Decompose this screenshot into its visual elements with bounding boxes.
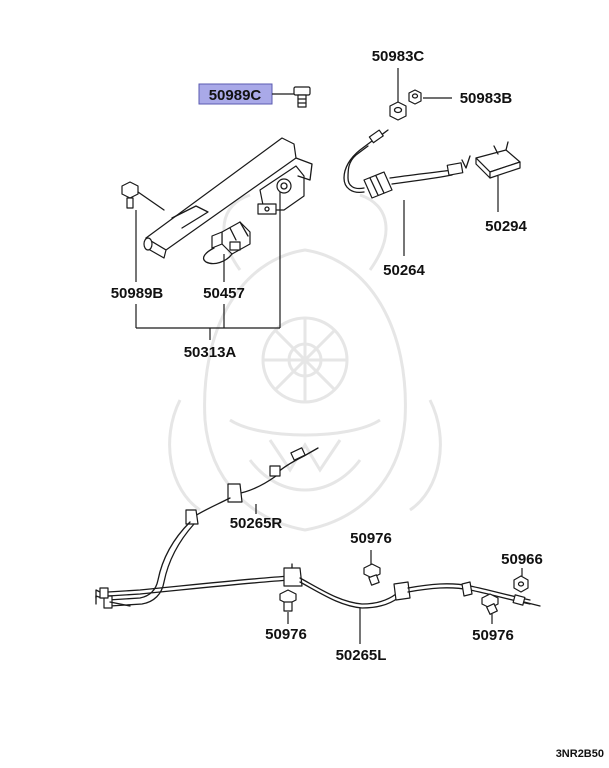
parking-brake-lever-icon — [143, 137, 313, 259]
part-50989C[interactable]: 50989C — [198, 83, 311, 108]
bolt-50976-b-icon — [279, 589, 297, 612]
bracket-50313A — [135, 192, 281, 340]
label-50457: 50457 — [203, 285, 245, 302]
rear-cable-left-icon — [95, 563, 541, 609]
label-50313A: 50313A — [184, 344, 237, 361]
label-50265L: 50265L — [336, 647, 387, 664]
label-50983B: 50983B — [460, 90, 513, 107]
watermark-emblem — [168, 193, 442, 532]
label-50976-a: 50976 — [350, 530, 392, 547]
part-50976-c[interactable]: 50976 — [472, 593, 514, 644]
front-cable-50264-icon — [343, 129, 471, 199]
part-50966[interactable]: 50966 — [501, 551, 543, 593]
part-50457[interactable]: 50457 — [202, 221, 251, 302]
label-50983C: 50983C — [372, 48, 425, 65]
bolt-50989C-icon — [293, 86, 311, 108]
bolt-50976-c-icon — [481, 593, 499, 615]
part-50976-b[interactable]: 50976 — [265, 589, 307, 643]
bolt-50976-a-icon — [363, 563, 381, 586]
part-50983B[interactable]: 50983B — [408, 89, 513, 107]
part-50976-a[interactable]: 50976 — [350, 530, 392, 586]
part-50264[interactable]: 50264 — [343, 129, 471, 279]
part-50265R[interactable]: 50265R — [95, 447, 319, 609]
part-50294[interactable]: 50294 — [475, 141, 528, 235]
part-50265L[interactable]: 50265L — [95, 563, 541, 664]
part-50989B[interactable]: 50989B — [111, 181, 165, 302]
diagram-reference-code: 3NR2B50 — [556, 748, 604, 760]
nut-50983B-icon — [408, 89, 422, 105]
label-50264: 50264 — [383, 262, 425, 279]
part-50313A[interactable] — [143, 137, 313, 259]
label-50294: 50294 — [485, 218, 527, 235]
label-50989B: 50989B — [111, 285, 164, 302]
nut-50966-icon — [513, 575, 529, 593]
nut-50983C-icon — [389, 101, 407, 121]
bolt-50989B-icon — [121, 181, 165, 211]
label-50966: 50966 — [501, 551, 543, 568]
label-50265R: 50265R — [230, 515, 283, 532]
label-50976-c: 50976 — [472, 627, 514, 644]
switch-50294-icon — [475, 141, 521, 179]
switch-50457-icon — [202, 221, 251, 265]
label-50976-b: 50976 — [265, 626, 307, 643]
rear-cable-right-icon — [95, 447, 319, 609]
part-50983C[interactable]: 50983C — [372, 48, 425, 121]
label-50989C: 50989C — [209, 87, 262, 104]
